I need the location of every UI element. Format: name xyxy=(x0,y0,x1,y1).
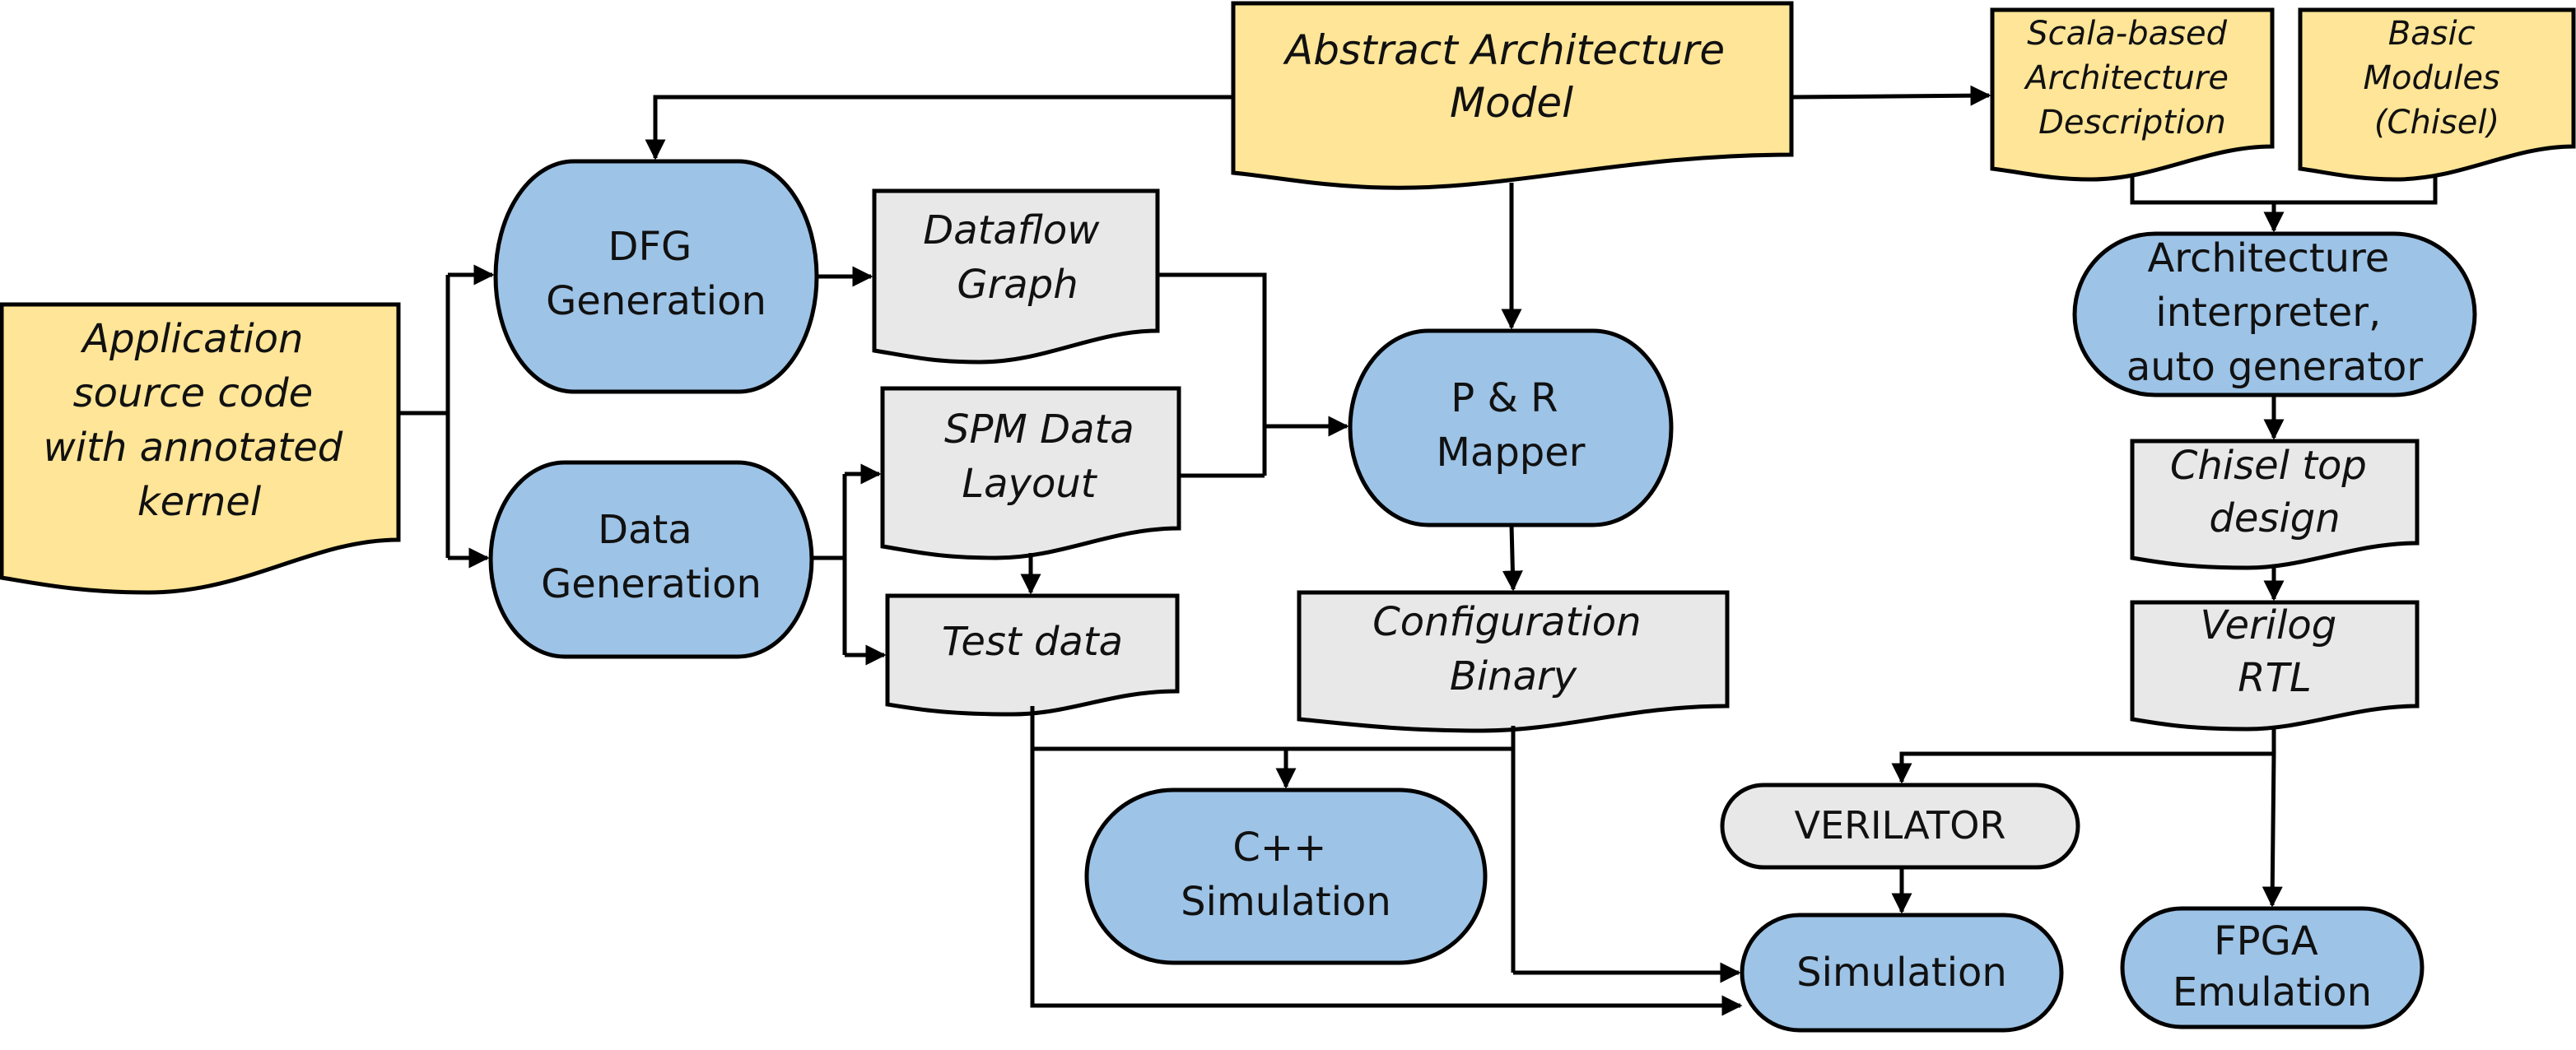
dataflow-graph-label: Dataflow Graph xyxy=(923,207,1112,308)
app-source-label: Application source code with annotated k… xyxy=(43,316,355,525)
connectors xyxy=(400,85,2438,1016)
edge-graph-to-mapper xyxy=(1158,272,1267,476)
edge-verilog-to-fpga xyxy=(2262,753,2283,908)
simulation-label: Simulation xyxy=(1796,950,2007,996)
edge-verilog-to-verilator xyxy=(1891,751,2274,784)
fpga-emu-shape xyxy=(2120,906,2425,1029)
fpga-emu-label: FPGA Emulation xyxy=(2173,918,2372,1015)
arch-interp-label: Architecture interpreter, auto generator xyxy=(2126,235,2424,390)
chisel-top-label: Chisel top design xyxy=(2170,443,2379,541)
abstract-model-shape xyxy=(1231,1,1794,190)
edge-model-to-dfg xyxy=(645,95,1233,160)
scala-desc-label: Scala-based Architecture Description xyxy=(2023,15,2238,142)
basic-modules-shape xyxy=(2298,7,2576,182)
cpp-sim-label: C++ Simulation xyxy=(1181,825,1391,925)
dataflow-graph-shape xyxy=(872,188,1160,365)
config-binary-shape xyxy=(1297,590,1730,733)
chisel-top-shape xyxy=(2130,439,2420,570)
spm-layout-shape xyxy=(880,386,1181,560)
test-data-label: Test data xyxy=(942,619,1123,665)
dfg-gen-shape xyxy=(493,159,819,394)
spm-layout-label: SPM Data Layout xyxy=(944,407,1147,507)
verilator-label: VERILATOR xyxy=(1795,803,2006,848)
dfg-gen-label: DFG Generation xyxy=(546,224,766,324)
app-source-shape xyxy=(0,302,401,595)
basic-modules-label: Basic Modules (Chisel) xyxy=(2363,15,2510,142)
edge-mapper-to-config xyxy=(1502,524,1523,592)
cpp-sim-shape xyxy=(1084,788,1488,965)
verilog-rtl-shape xyxy=(2130,600,2420,732)
labels: Abstract Architecture Model Scala-based … xyxy=(43,15,2510,1015)
edge-scala-basic-join xyxy=(2130,176,2438,205)
simulation-shape xyxy=(1740,913,2064,1033)
pr-mapper-shape xyxy=(1348,328,1674,527)
scala-desc-shape xyxy=(1990,7,2275,182)
edge-test-to-sim xyxy=(1030,749,1743,1016)
verilog-rtl-label: Verilog RTL xyxy=(2200,602,2349,701)
pr-mapper-label: P & R Mapper xyxy=(1436,375,1585,476)
abstract-model-label: Abstract Architecture Model xyxy=(1283,26,1738,127)
data-gen-shape xyxy=(488,460,814,659)
edge-model-to-scala xyxy=(1791,85,1991,106)
config-binary-label: Configuration Binary xyxy=(1372,599,1654,699)
data-gen-label: Data Generation xyxy=(541,507,762,607)
test-data-shape xyxy=(885,593,1180,717)
